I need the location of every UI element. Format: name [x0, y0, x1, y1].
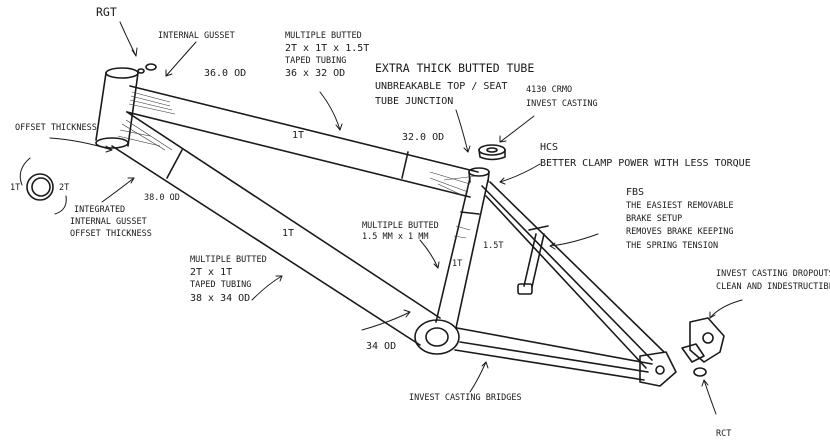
label-extra-1: EXTRA THICK BUTTED TUBE [375, 61, 534, 75]
label-2t: 2T [59, 183, 69, 193]
label-mb-top-1: MULTIPLE BUTTED [285, 31, 362, 41]
tube-section [26, 173, 54, 201]
chain-stays [454, 327, 653, 381]
label-mb-seat-2: 1.5 MM x 1 MM [362, 232, 429, 242]
exploded-dropout [681, 317, 725, 377]
label-crmo-1: 4130 CRMO [526, 85, 572, 95]
seat-tube [435, 167, 490, 329]
labels: RGT INTERNAL GUSSET 36.0 OD MULTIPLE BUT… [10, 5, 830, 439]
brake-mount [517, 233, 545, 295]
label-extra-2: UNBREAKABLE TOP / SEAT [375, 81, 507, 92]
label-32-od: 32.0 OD [402, 132, 444, 143]
label-dropouts-2: CLEAN AND INDESTRUCTIBLE [716, 282, 830, 292]
label-top-tube-1t: 1T [292, 130, 304, 141]
frame [26, 63, 725, 387]
label-mb-top-2: 2T x 1T x 1.5T [285, 43, 369, 54]
label-fbs: FBS [626, 187, 644, 198]
label-mb-down-4: 38 x 34 OD [190, 293, 250, 304]
label-fbs-2: THE EASIEST REMOVABLE [626, 201, 733, 211]
label-mb-top-3: TAPED TUBING [285, 56, 346, 66]
seat-stays [481, 181, 665, 369]
label-integrated-1: INTEGRATED [74, 205, 125, 215]
bottom-bracket [414, 319, 460, 355]
label-mb-down-2: 2T x 1T [190, 267, 232, 278]
label-offset-thickness: OFFSET THICKNESS [15, 123, 97, 133]
label-extra-3: TUBE JUNCTION [375, 96, 453, 107]
gusset-detail [137, 63, 157, 74]
label-36-od: 36.0 OD [204, 68, 246, 79]
label-1t: 1T [10, 183, 20, 193]
label-hcs: HCS [540, 142, 558, 153]
label-bridges: INVEST CASTING BRIDGES [409, 393, 522, 403]
seat-clamp [478, 144, 506, 161]
label-seat-tube-15t: 1.5T [483, 241, 503, 251]
label-38-od: 38.0 OD [144, 193, 180, 203]
label-seat-tube-1t: 1T [452, 259, 462, 269]
label-dropouts-1: INVEST CASTING DROPOUTS [716, 269, 830, 279]
label-integrated-2: INTERNAL GUSSET [70, 217, 147, 227]
hatching [117, 91, 477, 239]
label-crmo-2: INVEST CASTING [526, 99, 598, 109]
rear-dropout [639, 351, 677, 387]
label-rct: RCT [716, 429, 731, 439]
label-down-tube-1t: 1T [282, 228, 294, 239]
label-mb-down-1: MULTIPLE BUTTED [190, 255, 267, 265]
label-hcs-desc: BETTER CLAMP POWER WITH LESS TORQUE [540, 158, 751, 169]
leader-lines [19, 21, 743, 415]
label-internal-gusset: INTERNAL GUSSET [158, 31, 235, 41]
label-fbs-5: THE SPRING TENSION [626, 241, 718, 251]
label-rgt: RGT [96, 5, 117, 19]
label-integrated-3: OFFSET THICKNESS [70, 229, 152, 239]
label-mb-down-3: TAPED TUBING [190, 280, 251, 290]
head-tube [95, 67, 139, 149]
down-tube [111, 111, 441, 346]
label-fbs-4: REMOVES BRAKE KEEPING [626, 227, 733, 237]
top-tube [126, 85, 479, 198]
label-mb-top-4: 36 x 32 OD [285, 68, 345, 79]
label-34-od: 34 OD [366, 341, 396, 352]
label-fbs-3: BRAKE SETUP [626, 214, 682, 224]
label-mb-seat-1: MULTIPLE BUTTED [362, 221, 439, 231]
